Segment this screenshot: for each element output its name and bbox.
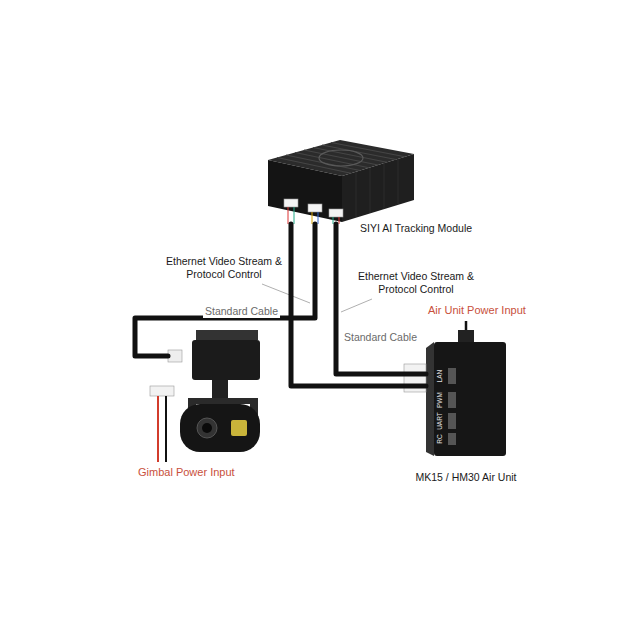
port-opening	[448, 413, 456, 429]
port-name: UART	[436, 412, 444, 430]
pin-wire	[312, 212, 313, 224]
fin	[398, 159, 399, 204]
power-connector	[458, 330, 474, 342]
camera-lens	[197, 418, 217, 438]
leader-line	[262, 284, 310, 303]
port	[284, 199, 298, 207]
fin	[322, 145, 396, 160]
pin-wires	[288, 207, 339, 224]
fan	[319, 150, 363, 166]
tracking-module: SIYI AI Tracking Module	[268, 142, 414, 224]
power-label: Gimbal Power Input	[138, 466, 235, 480]
pin-wire	[294, 207, 295, 224]
gimbal-camera-drawing	[150, 330, 260, 462]
port-opening	[448, 433, 456, 445]
power-wire	[165, 396, 167, 462]
port	[329, 209, 343, 217]
cable	[336, 224, 426, 374]
cable	[291, 224, 426, 386]
port	[308, 204, 322, 212]
fin	[384, 163, 385, 209]
gimbal-body	[192, 340, 260, 380]
air-unit-body	[434, 342, 506, 456]
power-wire	[465, 321, 468, 330]
fin	[304, 150, 378, 165]
pin-wire	[339, 217, 340, 224]
cable-label: Standard Cable	[342, 331, 419, 344]
pin-wire	[288, 207, 289, 224]
port-opening	[448, 368, 456, 384]
gimbal-board	[196, 330, 258, 340]
device-name: MK15 / HM30 Air Unit	[404, 471, 528, 484]
port-name: PWM	[436, 392, 444, 408]
fin	[313, 148, 387, 163]
tracking-module-drawing	[268, 140, 414, 224]
cable	[135, 224, 315, 356]
camera-ball	[180, 404, 260, 452]
pin-wire	[318, 212, 319, 224]
fin	[370, 168, 371, 213]
fin	[356, 172, 357, 217]
port-name: LAN	[436, 370, 444, 383]
signal-label: Ethernet Video Stream & Protocol Control	[160, 255, 288, 281]
cable-label: Standard Cable	[203, 305, 280, 318]
power-label: Air Unit Power Input	[428, 304, 526, 318]
gimbal-camera	[168, 336, 260, 452]
leader-line	[341, 299, 372, 312]
device-name: SIYI AI Tracking Module	[360, 222, 500, 235]
pin-wire	[333, 217, 334, 224]
fin	[277, 158, 351, 174]
side-fins	[356, 159, 398, 217]
port-name: RC	[436, 434, 444, 443]
power-wire	[157, 396, 159, 462]
heatsink-fins	[277, 143, 405, 174]
port-opening	[448, 392, 456, 408]
air-unit-side	[426, 342, 434, 456]
thermal-lens	[231, 420, 247, 436]
camera-lens-inner	[202, 423, 212, 433]
power-connector	[150, 386, 174, 396]
signal-label: Ethernet Video Stream & Protocol Control	[352, 270, 480, 296]
